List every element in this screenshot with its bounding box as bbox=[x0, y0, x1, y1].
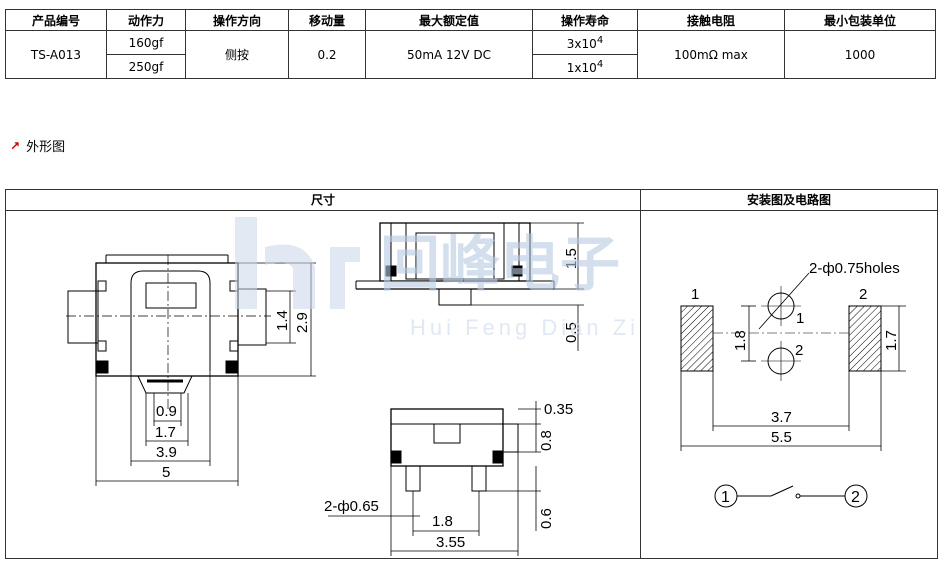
dim-0-9: 0.9 bbox=[156, 403, 177, 420]
install-labels: 2-ф0.75holes 1 2 1 2 1.8 1.7 3.7 5.5 bbox=[691, 260, 900, 446]
life-1-exp: 4 bbox=[596, 34, 604, 46]
front-view-labels: 1.5 0.5 bbox=[563, 248, 580, 343]
life-2-base: 1x10 bbox=[566, 60, 597, 75]
install-dims bbox=[680, 305, 906, 451]
header-life: 操作寿命 bbox=[532, 9, 638, 31]
holes-label: 2-ф0.75holes bbox=[809, 260, 900, 277]
header-direction: 操作方向 bbox=[185, 9, 289, 31]
dim-1-7: 1.7 bbox=[155, 424, 176, 441]
dimensions-title: 尺寸 bbox=[6, 190, 640, 211]
install-panel: 安装图及电路图 bbox=[640, 189, 938, 559]
cell-pack: 1000 bbox=[784, 30, 936, 79]
install-drawing: 2-ф0.75holes 1 2 1 2 1.8 1.7 3.7 5.5 1 2 bbox=[680, 260, 906, 508]
cell-life-2: 1x104 bbox=[532, 54, 638, 79]
dim-0-5: 0.5 bbox=[563, 322, 580, 343]
front-view bbox=[355, 222, 555, 306]
header-model: 产品编号 bbox=[5, 9, 107, 31]
body-outline bbox=[95, 262, 239, 377]
section-title: 外形图 bbox=[26, 140, 66, 155]
header-pack: 最小包装单位 bbox=[784, 9, 936, 31]
dim-3-55: 3.55 bbox=[436, 534, 465, 551]
spec-row-1: TS-A013 160gf 侧按 0.2 50mA 12V DC 3x104 1… bbox=[5, 30, 936, 79]
dim-1-5: 1.5 bbox=[563, 248, 580, 269]
bottom-view-dims bbox=[328, 401, 541, 556]
install-title: 安装图及电路图 bbox=[641, 190, 937, 211]
top-view-labels: 0.9 1.7 3.9 5 1.4 2.9 bbox=[155, 310, 311, 481]
spec-header-row: 产品编号 动作力 操作方向 移动量 最大额定值 操作寿命 接触电阻 最小包装单位 bbox=[5, 9, 936, 31]
dim-h-1-8: 1.8 bbox=[732, 330, 749, 351]
node-1-label: 1 bbox=[721, 489, 730, 506]
life-2-exp: 4 bbox=[596, 58, 604, 70]
dim-3-7: 3.7 bbox=[771, 409, 792, 426]
header-rating: 最大额定值 bbox=[365, 9, 533, 31]
cell-force-2: 250gf bbox=[106, 54, 186, 79]
section-heading: ↗ 外形图 bbox=[10, 136, 66, 156]
dim-0-8: 0.8 bbox=[538, 430, 555, 451]
dim-1-4: 1.4 bbox=[274, 310, 291, 331]
actuator bbox=[67, 290, 99, 344]
cell-travel: 0.2 bbox=[288, 30, 366, 79]
bottom-view bbox=[390, 408, 519, 492]
dimensions-panel: 尺寸 bbox=[5, 189, 641, 559]
top-view-dims bbox=[95, 262, 316, 486]
dim-holes: 2-ф0.65 bbox=[324, 498, 379, 515]
dim-5: 5 bbox=[162, 464, 170, 481]
cell-force-1: 160gf bbox=[106, 30, 186, 55]
pcb-footprint bbox=[680, 272, 882, 381]
cell-life-1: 3x104 bbox=[532, 30, 638, 55]
cell-direction: 侧按 bbox=[185, 30, 289, 79]
top-view bbox=[66, 254, 271, 411]
dim-3-9: 3.9 bbox=[156, 444, 177, 461]
hole-1-label: 1 bbox=[796, 310, 804, 327]
header-resistance: 接触电阻 bbox=[637, 9, 785, 31]
spec-row-2: 250gf 1x104 bbox=[6, 54, 936, 79]
header-force: 动作力 bbox=[106, 9, 186, 31]
dim-0-35: 0.35 bbox=[544, 401, 573, 418]
pad-2 bbox=[848, 305, 882, 372]
pad-1 bbox=[680, 305, 714, 372]
pad-2-label: 2 bbox=[859, 286, 867, 303]
dim-1-8: 1.8 bbox=[432, 513, 453, 530]
dim-0-6: 0.6 bbox=[538, 508, 555, 529]
dim-2-9: 2.9 bbox=[294, 312, 311, 333]
cell-resistance: 100mΩ max bbox=[637, 30, 785, 79]
spec-table: 产品编号 动作力 操作方向 移动量 最大额定值 操作寿命 接触电阻 最小包装单位… bbox=[5, 9, 936, 79]
cell-model: TS-A013 bbox=[5, 30, 107, 79]
front-view-dims bbox=[471, 222, 584, 351]
dimensions-drawing: 0.9 1.7 3.9 5 1.4 2.9 bbox=[66, 222, 584, 556]
dim-5-5: 5.5 bbox=[771, 429, 792, 446]
pad-1-label: 1 bbox=[691, 286, 699, 303]
frame-u bbox=[130, 270, 211, 371]
node-2-label: 2 bbox=[851, 489, 860, 506]
dim-h-1-7: 1.7 bbox=[883, 330, 900, 351]
bottom-view-labels: 0.35 0.8 0.6 2-ф0.65 1.8 3.55 bbox=[324, 401, 573, 551]
circuit-symbol: 1 2 bbox=[714, 484, 868, 508]
header-travel: 移动量 bbox=[288, 9, 366, 31]
life-1-base: 3x10 bbox=[566, 36, 597, 51]
hole-2-label: 2 bbox=[795, 342, 803, 359]
red-arrow-icon: ↗ bbox=[10, 138, 21, 153]
cell-rating: 50mA 12V DC bbox=[365, 30, 533, 79]
